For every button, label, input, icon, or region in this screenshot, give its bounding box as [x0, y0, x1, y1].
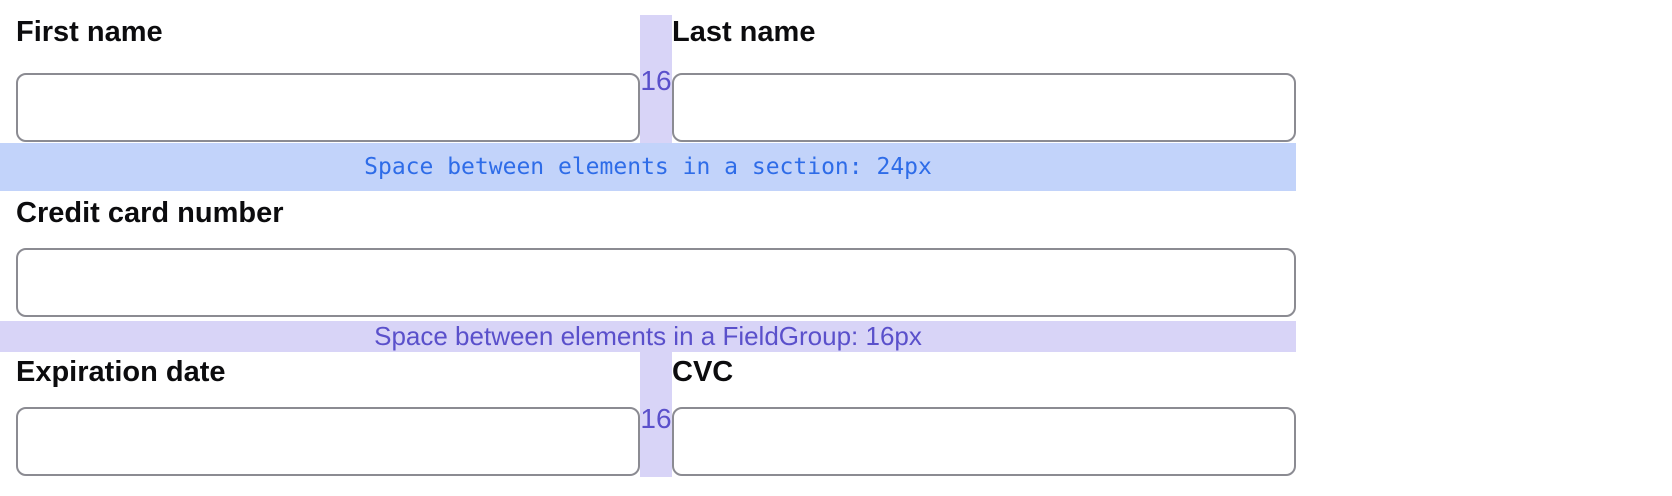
- first-name-input[interactable]: [16, 73, 640, 142]
- section-spacing-caption: Space between elements in a section: 24p…: [364, 154, 932, 180]
- expiration-date-label: Expiration date: [16, 356, 226, 388]
- column-gap-value-row1: 16: [640, 65, 672, 96]
- credit-card-number-label: Credit card number: [16, 197, 284, 229]
- fieldgroup-spacing-caption: Space between elements in a FieldGroup: …: [374, 321, 922, 351]
- column-gap-marker-row3: 16: [640, 352, 672, 477]
- column-gap-marker-row1: 16: [640, 15, 672, 143]
- credit-card-number-input[interactable]: [16, 248, 1296, 317]
- column-gap-value-row3: 16: [640, 403, 672, 434]
- field-last-name: Last name: [672, 15, 1296, 142]
- fieldgroup-spacing-band: Space between elements in a FieldGroup: …: [0, 321, 1296, 352]
- field-expiration-date: Expiration date: [16, 355, 640, 476]
- cvc-label: CVC: [672, 356, 734, 388]
- cvc-input[interactable]: [672, 407, 1296, 476]
- section-spacing-band: Space between elements in a section: 24p…: [0, 143, 1296, 191]
- last-name-input[interactable]: [672, 73, 1296, 142]
- first-name-label: First name: [16, 16, 163, 48]
- expiration-date-input[interactable]: [16, 407, 640, 476]
- field-cvc: CVC: [672, 355, 1296, 476]
- last-name-label: Last name: [672, 16, 816, 48]
- field-credit-card-number: Credit card number: [16, 196, 1296, 317]
- field-first-name: First name: [16, 15, 640, 142]
